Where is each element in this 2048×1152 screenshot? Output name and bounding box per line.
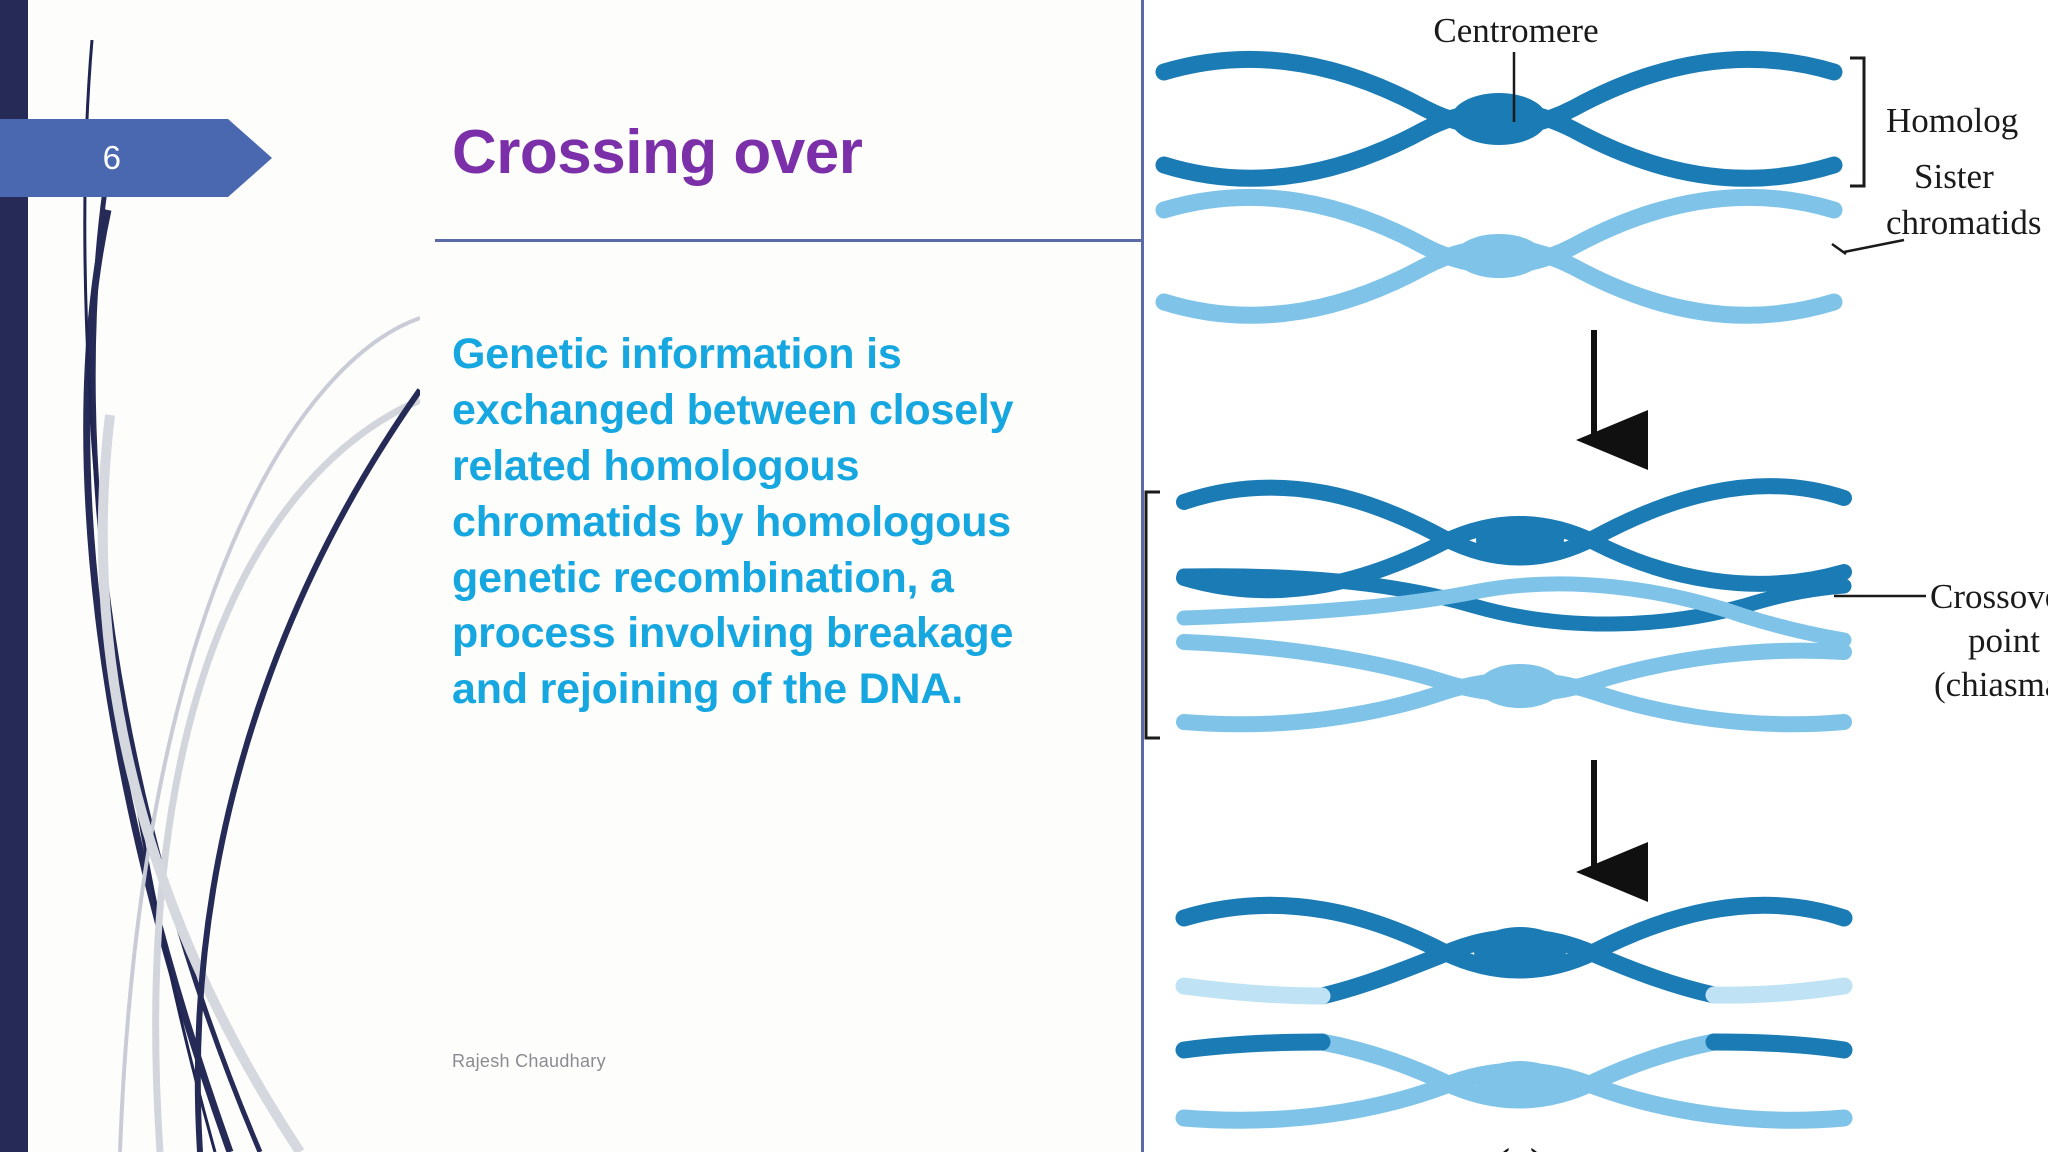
homolog-bracket xyxy=(1850,56,1866,188)
label-crossover-line1: Crossover xyxy=(1930,577,2048,616)
tetrad-bracket xyxy=(1144,490,1160,740)
label-sister-line1: Sister xyxy=(1914,157,1994,196)
label-centromere: Centromere xyxy=(1433,11,1598,50)
vertical-divider xyxy=(1141,0,1144,1152)
panel1-light-homolog xyxy=(1155,188,1843,324)
slide-body-text: Genetic information is exchanged between… xyxy=(452,330,1014,714)
slide-title: Crossing over xyxy=(452,118,863,187)
title-underline-rule xyxy=(435,239,1141,242)
label-crossover-line3: (chiasma) xyxy=(1934,665,2048,704)
crossing-over-figure: Centromere Homologous pair Homolog Siste… xyxy=(1144,0,2048,1152)
panel2-tetrad xyxy=(1176,478,1852,733)
label-sister-line2: chromatids xyxy=(1886,203,2042,242)
panel1-dark-homolog xyxy=(1155,50,1843,187)
page-number-banner xyxy=(0,119,272,197)
figure-panel-caption: (a) xyxy=(1497,1140,1544,1152)
label-crossover-line2: point xyxy=(1968,621,2040,660)
sister-chromatids-leader-line xyxy=(1843,238,1905,254)
panel3-recombinants xyxy=(1175,896,1853,1129)
label-homolog: Homolog xyxy=(1886,101,2018,140)
author-credit: Rajesh Chaudhary xyxy=(452,1051,606,1071)
page-number: 6 xyxy=(102,139,122,176)
sister-chromatids-leader-tick xyxy=(1831,242,1847,256)
